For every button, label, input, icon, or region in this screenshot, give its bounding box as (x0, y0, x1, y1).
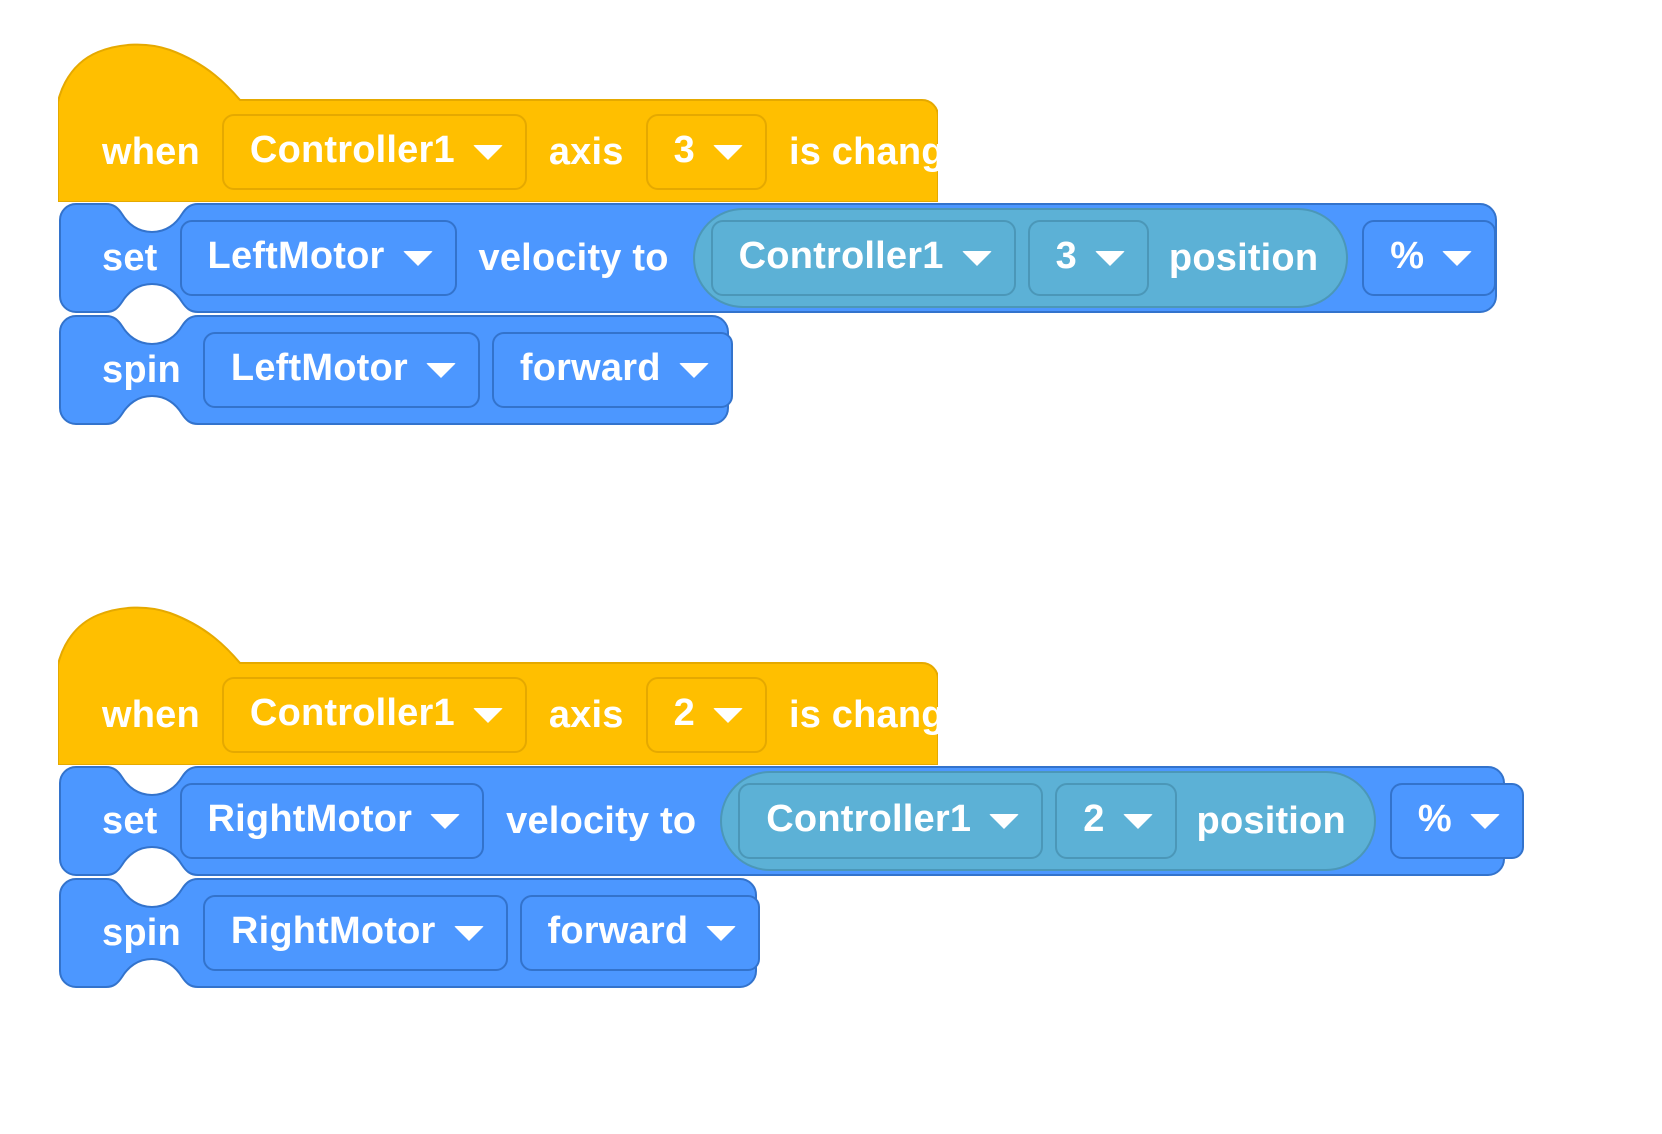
spin-label: spin (102, 912, 181, 954)
motor-dropdown-value: LeftMotor (207, 235, 385, 277)
script-stack-2[interactable]: when Controller1 axis 2 is changed set (58, 605, 1524, 989)
chevron-down-icon (678, 362, 709, 378)
reporter-controller-dropdown[interactable]: Controller1 (738, 783, 1044, 859)
chevron-down-icon (430, 813, 461, 829)
set-label: set (102, 800, 158, 842)
when-controller-axis-changed-hat-block[interactable]: when Controller1 axis 3 is changed (58, 42, 989, 202)
axis-dropdown-value: 2 (673, 692, 695, 734)
spin-motor-block[interactable]: spin LeftMotor forward (58, 314, 733, 426)
set-motor-velocity-block[interactable]: set RightMotor velocity to Controller1 2 (58, 765, 1524, 877)
reporter-controller-dropdown[interactable]: Controller1 (710, 220, 1016, 296)
spin-motor-dropdown[interactable]: LeftMotor (202, 332, 480, 408)
chevron-down-icon (472, 144, 503, 160)
controller-dropdown-value: Controller1 (249, 129, 455, 171)
controller-dropdown[interactable]: Controller1 (221, 114, 527, 190)
reporter-axis-value: 2 (1083, 798, 1105, 840)
spin-direction-value: forward (547, 910, 689, 952)
set-label: set (102, 237, 158, 279)
spin-motor-value: RightMotor (230, 910, 436, 952)
chevron-down-icon (402, 250, 433, 266)
reporter-axis-value: 3 (1055, 235, 1077, 277)
axis-dropdown[interactable]: 2 (645, 677, 767, 753)
axis-dropdown-value: 3 (673, 129, 695, 171)
spin-motor-value: LeftMotor (230, 347, 408, 389)
motor-dropdown[interactable]: LeftMotor (179, 220, 457, 296)
chevron-down-icon (1442, 250, 1473, 266)
spin-label: spin (102, 349, 181, 391)
axis-label: axis (548, 131, 624, 173)
spin-motor-dropdown[interactable]: RightMotor (202, 895, 508, 971)
reporter-controller-value: Controller1 (766, 798, 972, 840)
reporter-controller-value: Controller1 (738, 235, 944, 277)
chevron-down-icon (989, 813, 1020, 829)
axis-dropdown[interactable]: 3 (645, 114, 767, 190)
motor-dropdown-value: RightMotor (207, 798, 413, 840)
units-dropdown-value: % (1417, 798, 1452, 840)
units-dropdown-value: % (1390, 235, 1425, 277)
position-label: position (1196, 800, 1346, 842)
is-changed-label: is changed (788, 694, 990, 736)
motor-dropdown[interactable]: RightMotor (179, 783, 485, 859)
chevron-down-icon (425, 362, 456, 378)
chevron-down-icon (472, 707, 503, 723)
set-motor-velocity-block[interactable]: set LeftMotor velocity to Controller1 3 (58, 202, 1498, 314)
chevron-down-icon (961, 250, 992, 266)
controller-dropdown[interactable]: Controller1 (221, 677, 527, 753)
when-controller-axis-changed-hat-block[interactable]: when Controller1 axis 2 is changed (58, 605, 989, 765)
controller-axis-position-reporter[interactable]: Controller1 3 position (692, 208, 1349, 308)
spin-direction-dropdown[interactable]: forward (519, 895, 761, 971)
chevron-down-icon (1094, 250, 1125, 266)
units-dropdown[interactable]: % (1362, 220, 1497, 296)
script-stack-1[interactable]: when Controller1 axis 3 is changed set (58, 42, 1498, 426)
chevron-down-icon (712, 707, 743, 723)
velocity-to-label: velocity to (478, 237, 669, 279)
units-dropdown[interactable]: % (1389, 783, 1524, 859)
axis-label: axis (548, 694, 624, 736)
when-label: when (102, 131, 200, 173)
is-changed-label: is changed (788, 131, 990, 173)
reporter-axis-dropdown[interactable]: 2 (1055, 783, 1177, 859)
controller-axis-position-reporter[interactable]: Controller1 2 position (720, 771, 1376, 871)
chevron-down-icon (706, 925, 737, 941)
chevron-down-icon (453, 925, 484, 941)
position-label: position (1168, 237, 1319, 279)
spin-motor-block[interactable]: spin RightMotor forward (58, 877, 761, 989)
spin-direction-value: forward (519, 347, 661, 389)
chevron-down-icon (712, 144, 743, 160)
spin-direction-dropdown[interactable]: forward (491, 332, 733, 408)
chevron-down-icon (1122, 813, 1153, 829)
when-label: when (102, 694, 200, 736)
reporter-axis-dropdown[interactable]: 3 (1027, 220, 1149, 296)
chevron-down-icon (1469, 813, 1500, 829)
velocity-to-label: velocity to (506, 800, 697, 842)
controller-dropdown-value: Controller1 (249, 692, 455, 734)
